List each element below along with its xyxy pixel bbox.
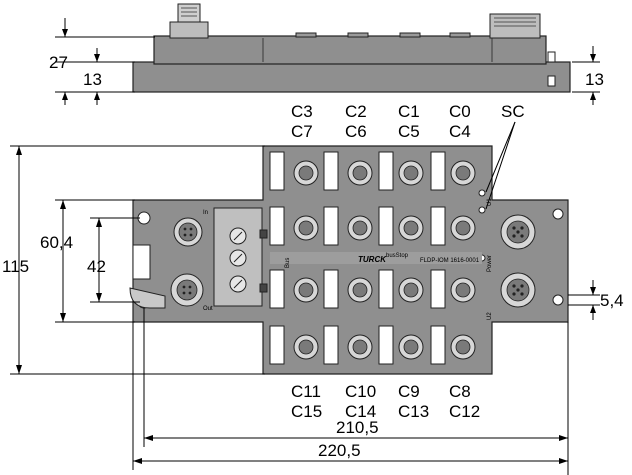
channel-label: C0: [449, 102, 471, 121]
dim-side-height: 27: [49, 53, 68, 72]
u1-label: U1: [487, 198, 493, 206]
mounting-hole-bottom-right: [552, 294, 564, 306]
model-label: FLDP-IOM 1616-0001: [420, 258, 480, 264]
bus-label: Bus: [285, 258, 291, 268]
brand-label: TURCK: [358, 255, 387, 264]
dim-overall-length: 220,5: [318, 441, 361, 460]
side-view: [132, 3, 571, 93]
channel-label: C14: [345, 402, 376, 421]
in-label: In: [203, 210, 208, 216]
dim-overall-height: 115: [2, 257, 29, 276]
channel-label: C7: [291, 122, 313, 141]
dim-hole-spacing: 42: [87, 257, 106, 276]
channel-labels-top: C3 C7 C2 C6 C1 C5 C0 C4 SC: [291, 102, 525, 141]
channel-label: C1: [398, 102, 420, 121]
side-housing: [153, 35, 547, 65]
side-connector-in: [169, 21, 209, 39]
dim-side-base-left: 13: [83, 70, 102, 89]
channel-label: C15: [291, 402, 322, 421]
side-dimensions: 27 13 13: [49, 18, 604, 105]
channel-label: C10: [345, 382, 376, 401]
out-label: Out: [203, 306, 213, 312]
shield-label: SC: [501, 102, 525, 121]
side-base: [132, 61, 571, 93]
channel-label: C5: [398, 122, 420, 141]
dim-side-base-right: 13: [585, 70, 604, 89]
power-label: Power: [487, 255, 493, 272]
product-line-label: busStop: [386, 253, 409, 259]
channel-label: C6: [345, 122, 367, 141]
dim-hole-offset: 5,4: [600, 291, 624, 310]
dim-hole-distance: 210,5: [336, 418, 379, 437]
channel-label: C12: [449, 402, 480, 421]
io-connectors: [269, 151, 476, 365]
channel-label: C3: [291, 102, 313, 121]
mounting-hole-top-right: [552, 208, 564, 220]
channel-label: C2: [345, 102, 367, 121]
u2-label: U2: [487, 312, 493, 320]
bus-slot: [132, 244, 151, 280]
top-view: In Out: [129, 145, 569, 375]
top-dimensions: 115 60,4 42 5,4 210,5 220,5: [2, 145, 624, 475]
channel-labels-bottom: C11 C15 C10 C14 C9 C13 C8 C12: [291, 382, 480, 421]
dim-flange-height: 60,4: [40, 233, 73, 252]
channel-label: C8: [449, 382, 471, 401]
channel-label: C13: [398, 402, 429, 421]
channel-label: C11: [291, 382, 321, 401]
channel-label: C4: [449, 122, 471, 141]
channel-label: C9: [398, 382, 420, 401]
